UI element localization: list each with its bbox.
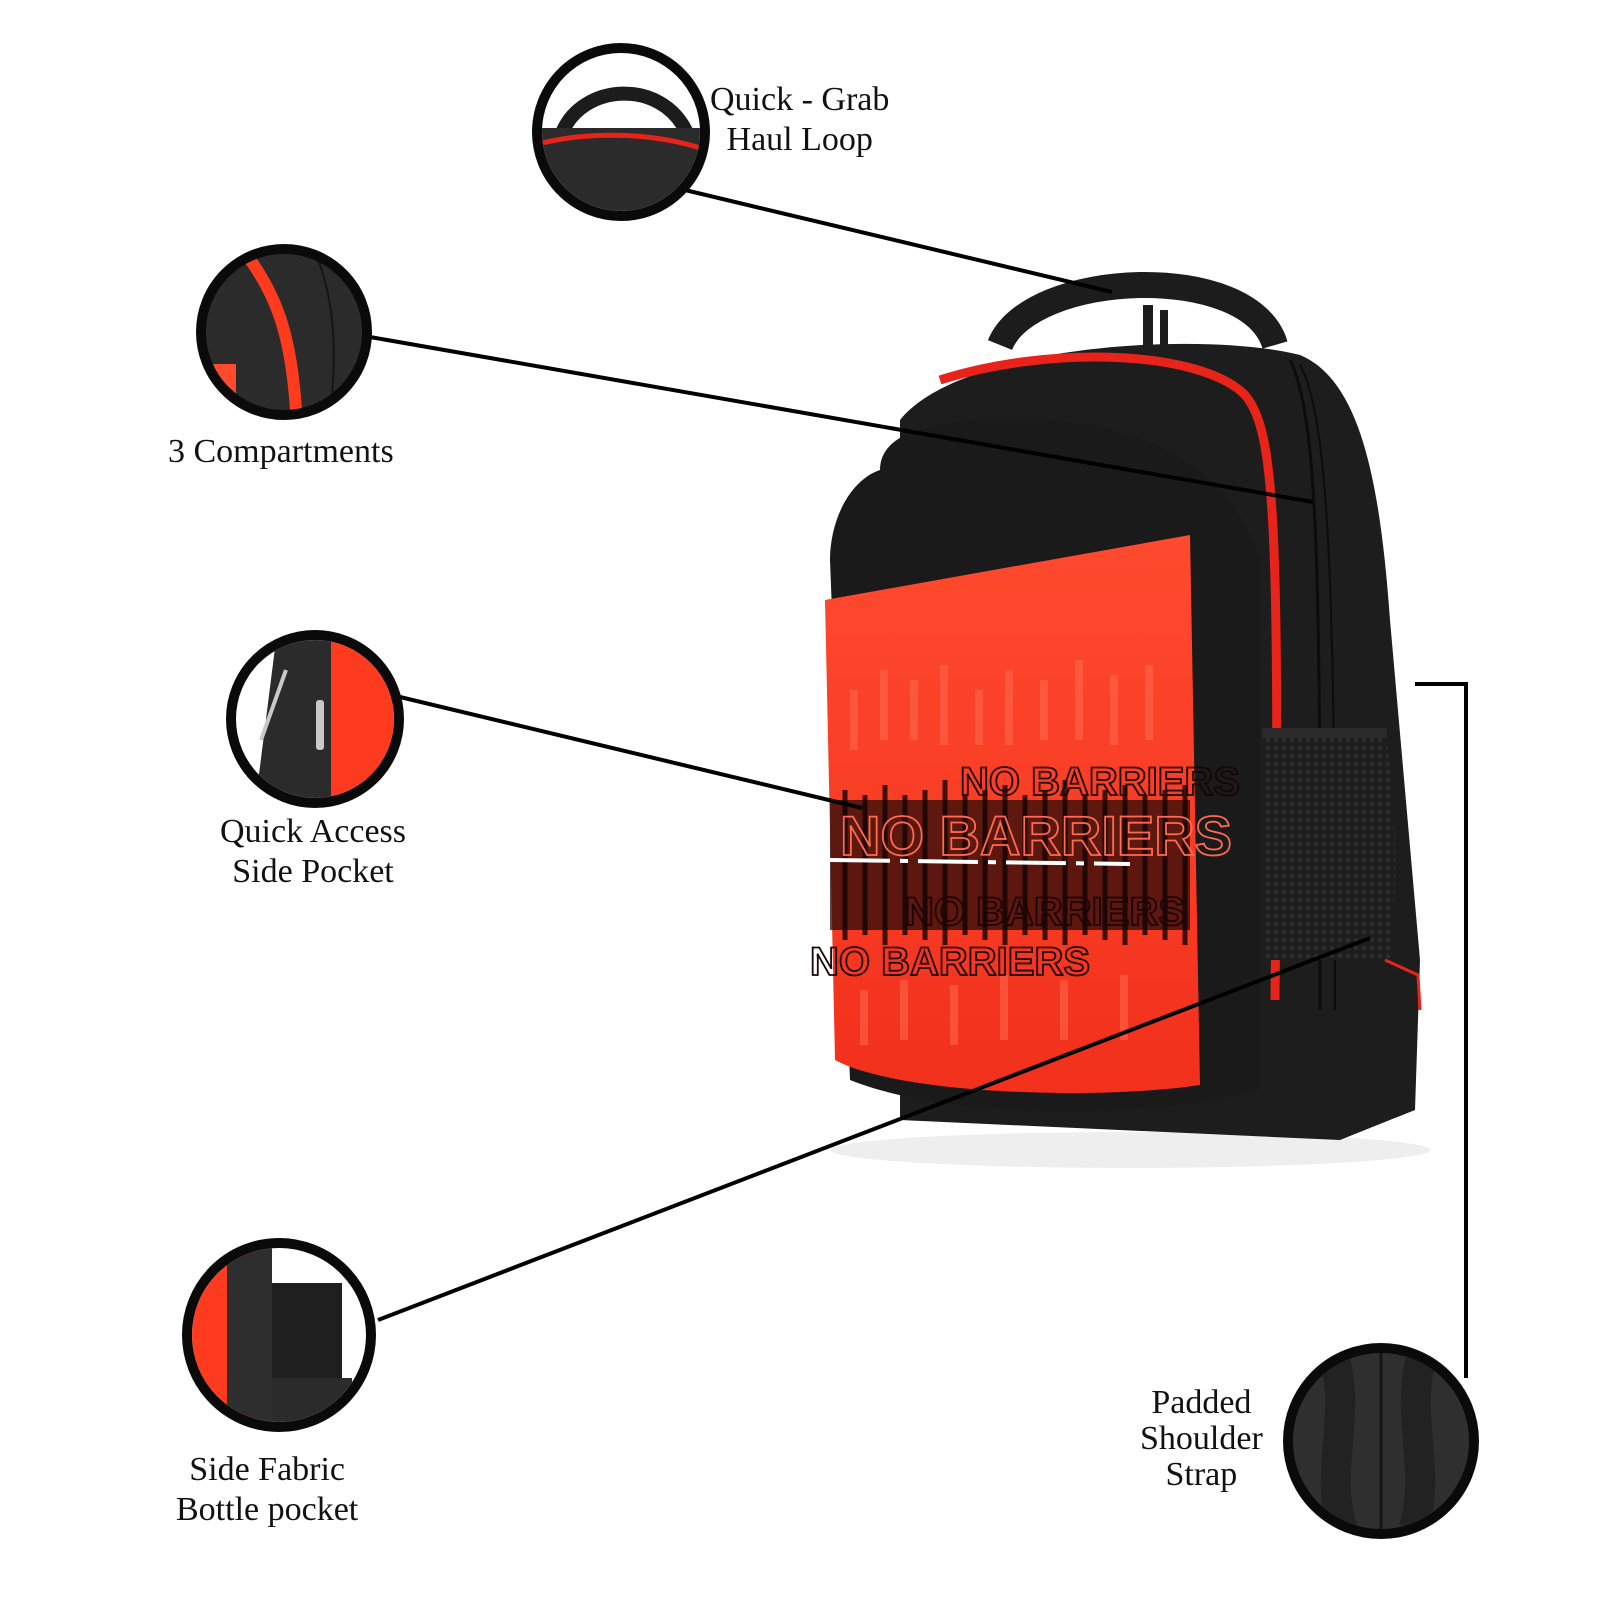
label-compartments: 3 Compartments — [168, 432, 394, 472]
label-line: Padded — [1151, 1384, 1252, 1421]
callout-compartments-image — [196, 244, 372, 420]
label-line: Shoulder — [1140, 1420, 1263, 1457]
label-line: Quick Access — [220, 813, 407, 850]
label-line: Side Fabric — [189, 1451, 346, 1488]
label-line: 3 Compartments — [168, 433, 394, 470]
callout-haul-loop-image — [532, 43, 710, 221]
label-haul-loop: Quick - Grab Haul Loop — [710, 80, 889, 160]
label-line: Bottle pocket — [176, 1491, 359, 1528]
label-bottle-pocket: Side Fabric Bottle pocket — [176, 1450, 358, 1530]
print-text-1: NO BARRIERS — [960, 760, 1240, 804]
callout-bottle-pocket-image — [182, 1238, 376, 1432]
label-side-pocket: Quick Access Side Pocket — [220, 812, 406, 892]
svg-text:NO BARRIERS: NO BARRIERS — [810, 940, 1090, 984]
svg-text:NO BARRIERS: NO BARRIERS — [905, 890, 1185, 934]
callout-side-pocket-image — [226, 630, 404, 808]
callout-shoulder-strap-image — [1283, 1343, 1479, 1539]
label-line: Quick - Grab — [710, 81, 890, 118]
label-line: Side Pocket — [232, 853, 394, 890]
label-shoulder-strap: Padded Shoulder Strap — [1140, 1385, 1263, 1493]
label-line: Haul Loop — [726, 121, 873, 158]
label-line: Strap — [1165, 1456, 1238, 1493]
svg-text:NO BARRIERS: NO BARRIERS — [840, 804, 1232, 867]
